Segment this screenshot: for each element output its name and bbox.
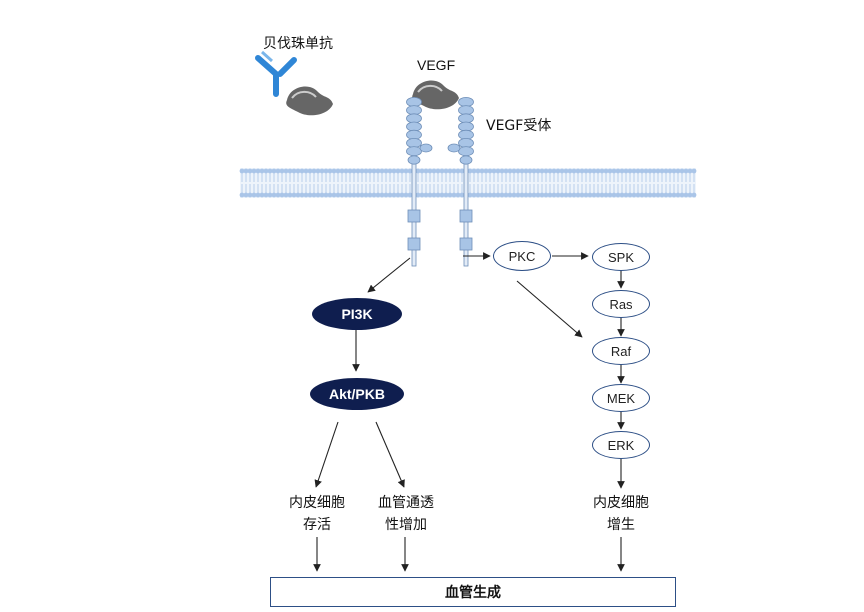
outcome-survival: 内皮细胞 存活	[276, 492, 358, 536]
outcome-permeability: 血管通透 性增加	[364, 492, 448, 536]
node-erk: ERK	[592, 431, 650, 459]
outcome-survival-line2: 存活	[303, 517, 331, 533]
outcome-permeability-line2: 性增加	[385, 517, 427, 533]
outcome-permeability-line1: 血管通透	[378, 495, 434, 511]
node-ras: Ras	[592, 290, 650, 318]
node-raf: Raf	[592, 337, 650, 365]
node-pkc: PKC	[493, 241, 551, 271]
free-vegf-icon	[286, 86, 333, 116]
outcome-proliferation-line2: 增生	[607, 517, 635, 533]
ligand-label: VEGF	[417, 57, 456, 73]
antibody-icon	[255, 50, 297, 97]
node-spk: SPK	[592, 243, 650, 271]
outcome-proliferation: 内皮细胞 增生	[580, 492, 662, 536]
node-pi3k: PI3K	[312, 298, 402, 330]
node-akt: Akt/PKB	[310, 378, 404, 410]
node-mek: MEK	[592, 384, 650, 412]
drug-label: 贝伐珠单抗	[263, 36, 333, 52]
arrows	[313, 252, 625, 572]
outcome-survival-line1: 内皮细胞	[289, 495, 345, 511]
receptor-label: VEGF受体	[486, 118, 552, 134]
bound-vegf-icon	[412, 80, 459, 110]
outcome-proliferation-line1: 内皮细胞	[593, 495, 649, 511]
vegf-receptor	[406, 97, 474, 267]
angiogenesis-label: 血管生成	[445, 585, 501, 601]
angiogenesis-box: 血管生成	[270, 577, 676, 607]
